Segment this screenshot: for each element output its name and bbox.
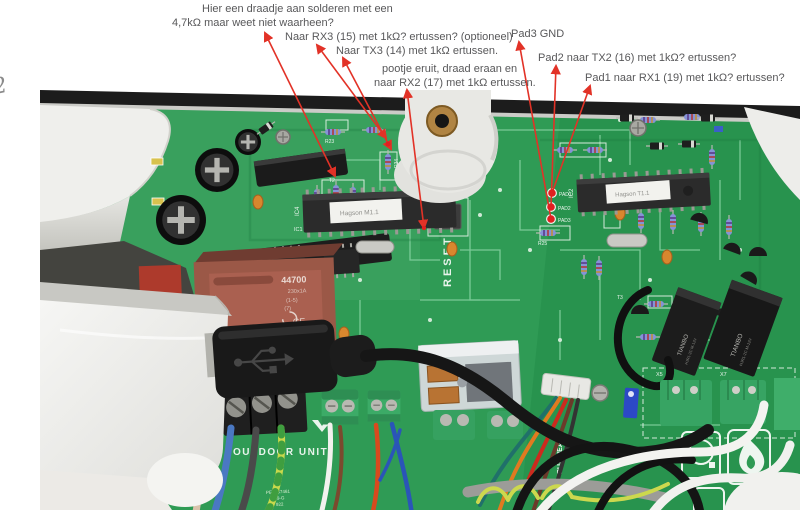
label-ic2: IC2 [569,188,575,198]
annotation-solder-note-line1: Hier een draadje aan solderen met een [202,3,393,15]
aux-wires [319,421,414,510]
label-pad1: PAD1 [559,192,572,198]
transformer-label: 44700 [281,274,306,285]
secondary-ic-label: Hagson T1.1 [615,191,650,199]
label-ic4: IC4 [295,206,301,216]
harness-connector [540,372,592,400]
pad-markers [385,141,556,231]
svg-text:449-G: 449-G [272,495,285,501]
svg-text:922: 922 [276,502,284,507]
annotation-rx2-note-line2: naar RX2 (17) met 1kΩ ertussen. [374,77,536,89]
label-r23: R23 [325,139,334,145]
annotation-rx3-note: Naar RX3 (15) met 1kΩ? ertussen? (option… [285,31,513,43]
svg-text:(7): (7) [284,306,291,312]
white-box [40,282,232,510]
label-pad2: PAD2 [558,206,571,212]
label-t3: T3 [617,295,623,301]
annotation-tx3-note: Naar TX3 (14) met 1kΩ ertussen. [336,45,499,57]
annotation-pad1-note: Pad1 naar RX1 (19) met 1kΩ? ertussen? [585,72,785,84]
label-t2: T2 [329,178,335,184]
secondary-ic: Hagson T1.1 [576,167,711,217]
label-r34: R34 [394,159,400,168]
label-pad3: PAD3 [558,218,571,224]
annotation-pad2-note: Pad2 naar TX2 (16) met 1kΩ? ertussen? [538,52,737,64]
annotation-rx2-note-line1: pootje eruit, draad eraan en [382,63,518,75]
svg-text:230x1A: 230x1A [288,288,307,295]
label-x7: X7 [720,372,727,378]
annotation-pad3-note: Pad3 GND [511,28,565,40]
enclosure-bottom-right [724,472,800,510]
label-x5: X5 [656,372,663,378]
enclosure-top-right [744,107,800,200]
usb-icon [233,346,294,374]
output-terminals [660,378,800,430]
label-ic1: IC1 [294,227,303,233]
relay-tianbo-1: TIANBO HJR1-2C M-12V [652,287,722,376]
label-r25: R25 [538,241,547,247]
main-ic-label: Hagson M1.1 [340,209,379,217]
annotation-arrows [263,31,593,231]
relay-terminals [433,410,523,440]
relay-tianbo-2: TIANBO HJR1-2C M-12V [703,279,783,377]
annotation-solder-note-line2: 4,7kΩ maar weet niet waarheen? [172,17,334,29]
svg-text:(1-5): (1-5) [286,298,298,304]
bottom-cables [462,400,795,510]
